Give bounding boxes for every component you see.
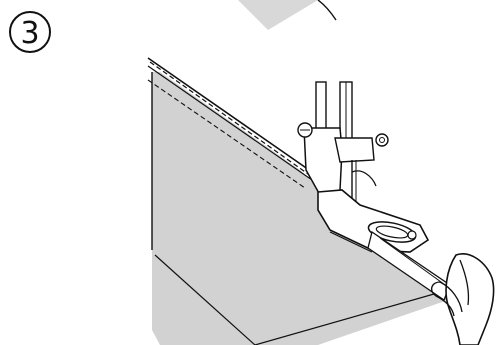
hand xyxy=(432,254,494,345)
step-badge: 3 xyxy=(10,12,50,52)
previous-step-fabric xyxy=(238,0,336,30)
step-number: 3 xyxy=(20,16,39,51)
